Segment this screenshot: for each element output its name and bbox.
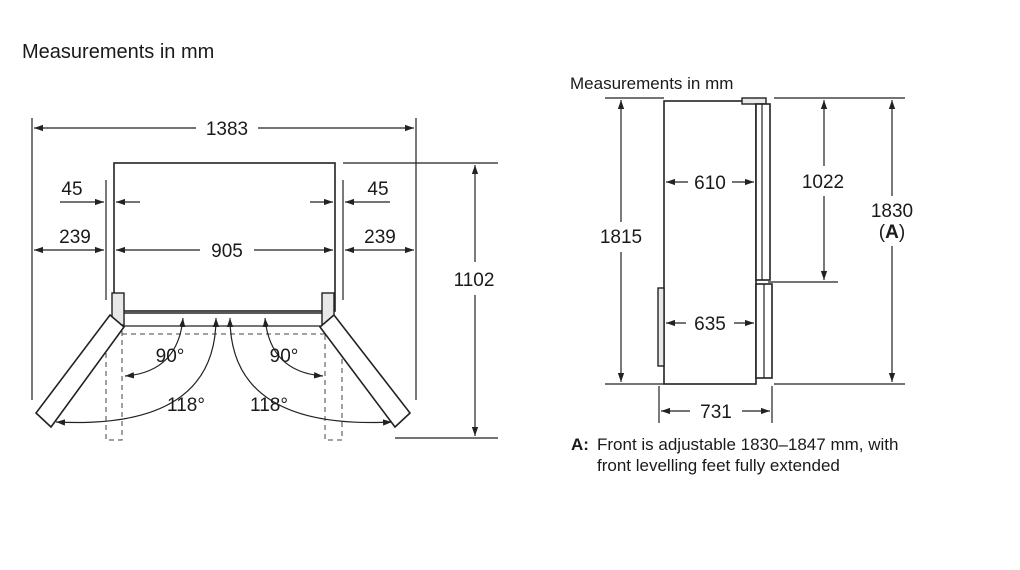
dim-label-footprint-depth: 731 [700, 402, 732, 423]
upper-door-side [755, 103, 771, 281]
dim-label-depth-lower: 635 [694, 314, 726, 335]
top-view: Measurements in mm 1383 45 45 239 905 23… [22, 41, 498, 441]
dim-label-upper-height: 1022 [802, 172, 844, 193]
dim-label-left-gap: 45 [61, 179, 82, 200]
dim-label-height-adjustable: 1830 [871, 201, 913, 222]
dim-label-body-width: 905 [211, 241, 243, 262]
dim-label-height-total: 1815 [600, 227, 642, 248]
dim-label-left-side: 239 [59, 227, 91, 248]
top-view-heading: Measurements in mm [22, 41, 214, 63]
angle-label-right-90: 90° [270, 346, 299, 367]
angle-label-left-118: 118° [167, 395, 205, 416]
door-left-open [34, 313, 126, 429]
dim-label-right-side: 239 [364, 227, 396, 248]
note-line-1: Front is adjustable 1830–1847 mm, with [597, 435, 898, 454]
angle-label-left-90: 90° [156, 346, 185, 367]
arc-118-left [55, 317, 220, 426]
dim-label-height-marker: (A) [879, 222, 905, 243]
side-view-heading: Measurements in mm [570, 74, 733, 93]
fridge-body-top [113, 162, 336, 312]
dim-label-depth-upper: 610 [694, 173, 726, 194]
angle-label-right-118: 118° [250, 395, 288, 416]
top-hinge-side [741, 97, 767, 105]
door-right-open [318, 313, 412, 429]
note-label: A: [571, 435, 589, 454]
dim-label-depth: 1102 [454, 270, 495, 291]
note-line-2: front levelling feet fully extended [597, 456, 840, 475]
side-view: Measurements in mm 1815 610 635 [570, 74, 913, 475]
arc-118-right [226, 317, 393, 426]
dim-label-right-gap: 45 [367, 179, 388, 200]
fridge-body-side [663, 100, 757, 385]
rear-spacer [657, 287, 665, 367]
dim-label-total-width: 1383 [206, 119, 248, 140]
